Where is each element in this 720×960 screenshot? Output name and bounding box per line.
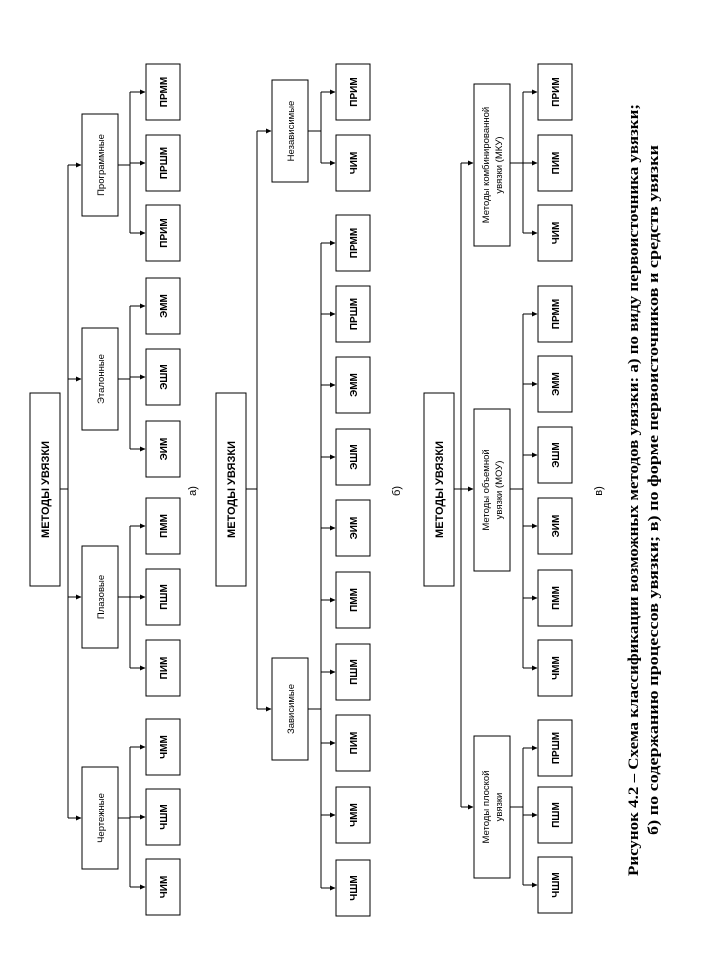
leaf-pshm: ПШМ (159, 584, 170, 610)
leaf-b-pshm: ПШМ (349, 659, 360, 685)
leaf-c-chim: ЧИМ (551, 222, 562, 245)
group-label-chertezhnye: Чертежные (96, 793, 107, 843)
diagram-b-sublabel: б) (391, 486, 403, 496)
group-label-ploskoy-1: Методы плоской (481, 771, 492, 844)
caption-line-2: б) по содержанию процессов увязки; в) по… (646, 145, 662, 835)
diagram-a: МЕТОДЫ УВЯЗКИ Чертежные ЧИМ ЧШМ ЧММ Плаз… (29, 63, 199, 916)
diagram-c-sublabel: в) (593, 486, 605, 496)
diagram-a-root-label: МЕТОДЫ УВЯЗКИ (40, 441, 52, 538)
leaf-c-pshm: ПШМ (551, 802, 562, 828)
leaf-c-prshm: ПРШМ (551, 732, 562, 764)
leaf-b-chmm: ЧММ (349, 803, 360, 827)
leaf-c-prim: ПРИМ (551, 77, 562, 106)
diagram-c-root-label: МЕТОДЫ УВЯЗКИ (434, 441, 446, 538)
leaf-pim: ПИМ (159, 657, 170, 680)
leaf-b-eim: ЭИМ (349, 517, 360, 540)
group-box-kombinirovannoy (473, 83, 511, 247)
leaf-pmm: ПММ (159, 514, 170, 538)
leaf-prshm: ПРШМ (159, 147, 170, 179)
diagram-c: МЕТОДЫ УВЯЗКИ Методы плоской увязки ЧШМ … (423, 63, 605, 914)
leaf-b-prim: ПРИМ (349, 77, 360, 106)
leaf-chim: ЧИМ (159, 876, 170, 899)
group-box-etalonnye (81, 327, 119, 431)
leaf-c-eshm: ЭШМ (551, 442, 562, 468)
group-label-obemnoy-2: увязки (МОУ) (494, 461, 505, 520)
group-label-etalonnye: Эталонные (96, 354, 107, 404)
diagram-a-root-box (29, 392, 61, 587)
group-box-nezavisimye (271, 79, 309, 183)
leaf-emm: ЭММ (159, 294, 170, 318)
leaf-c-eim: ЭИМ (551, 515, 562, 538)
group-label-zavisimye: Зависимые (286, 684, 297, 734)
leaf-b-emm: ЭММ (349, 373, 360, 397)
group-label-obemnoy-1: Методы объемной (481, 449, 492, 530)
group-label-kombinirovannoy-1: Методы комбинированной (481, 107, 492, 223)
group-label-ploskoy-2: увязки (494, 793, 505, 822)
group-box-programmnye (81, 113, 119, 217)
group-box-zavisimye (271, 657, 309, 761)
leaf-c-pmm: ПММ (551, 586, 562, 610)
group-box-obemnoy (473, 408, 511, 572)
leaf-b-chim: ЧИМ (349, 152, 360, 175)
figure-caption: Рисунок 4.2 – Схема классификации возмож… (626, 104, 662, 876)
leaf-prmm: ПРММ (159, 77, 170, 107)
leaf-c-chshm: ЧШМ (551, 872, 562, 897)
leaf-c-emm: ЭММ (551, 372, 562, 396)
leaf-b-eshm: ЭШМ (349, 444, 360, 470)
leaf-eim: ЭИМ (159, 438, 170, 461)
group-label-programmnye: Программные (96, 134, 107, 196)
group-label-kombinirovannoy-2: увязки (МКУ) (494, 136, 505, 193)
leaf-c-pim: ПИМ (551, 152, 562, 175)
leaf-chshm: ЧШМ (159, 804, 170, 829)
leaf-chmm: ЧММ (159, 735, 170, 759)
leaf-c-prmm: ПРММ (551, 299, 562, 329)
caption-line-1: Рисунок 4.2 – Схема классификации возмож… (626, 104, 642, 876)
leaf-eshm: ЭШМ (159, 364, 170, 390)
diagram-a-sublabel: а) (187, 486, 199, 496)
group-label-nezavisimye: Независимые (286, 101, 297, 162)
leaf-c-chmm: ЧММ (551, 656, 562, 680)
leaf-b-prshm: ПРШМ (349, 298, 360, 330)
leaf-b-pmm: ПММ (349, 588, 360, 612)
group-box-plazovye (81, 545, 119, 649)
diagram-b-root-label: МЕТОДЫ УВЯЗКИ (226, 441, 238, 538)
leaf-b-prmm: ПРММ (349, 228, 360, 258)
leaf-b-chshm: ЧШМ (349, 875, 360, 900)
diagram-b: МЕТОДЫ УВЯЗКИ Зависимые ЧШМ ЧММ ПИМ ПШМ … (215, 63, 403, 917)
group-label-plazovye: Плазовые (96, 575, 107, 619)
leaf-prim: ПРИМ (159, 218, 170, 247)
diagram-c-root-box (423, 392, 455, 587)
leaf-b-pim: ПИМ (349, 732, 360, 755)
